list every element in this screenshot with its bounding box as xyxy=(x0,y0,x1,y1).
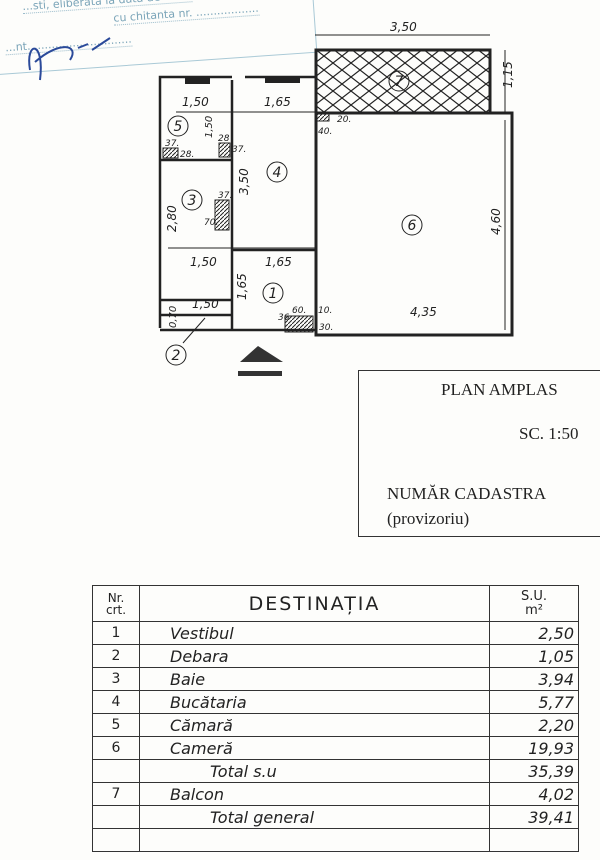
provisional-note: (provizoriu) xyxy=(387,509,470,528)
row-area: 5,77 xyxy=(489,690,579,714)
header-unit: m² xyxy=(525,602,543,618)
header-su: S.U.m² xyxy=(489,585,579,622)
table-header: Nr. crt. DESTINAȚIA S.U.m² xyxy=(92,585,579,622)
room-label: 5 xyxy=(174,119,183,135)
wall-note: 30. xyxy=(319,323,333,333)
row-nr: 7 xyxy=(92,782,140,806)
row-nr xyxy=(92,805,140,829)
table-row: Total s.u 35,39 xyxy=(92,759,579,783)
row-nr: 4 xyxy=(92,690,140,714)
room-label: 1 xyxy=(269,286,278,302)
dimension-label: 2,80 xyxy=(165,205,179,232)
table-row: 3 Baie 3,94 xyxy=(92,667,579,691)
cadastral-number-label: NUMĂR CADASTRA xyxy=(387,484,547,503)
wall-note: 40. xyxy=(318,127,332,137)
table-row: 1 Vestibul 2,50 xyxy=(92,621,579,645)
rooms-table: Nr. crt. DESTINAȚIA S.U.m² 1 Vestibul 2,… xyxy=(92,585,579,852)
wall-note: 20. xyxy=(337,115,351,125)
wall-note: 36 xyxy=(278,313,290,323)
header-nr: Nr. crt. xyxy=(92,585,140,622)
room-label: 6 xyxy=(408,218,417,234)
row-destination: Vestibul xyxy=(139,621,490,645)
row-nr: 5 xyxy=(92,713,140,737)
header-su-label: S.U. xyxy=(520,588,548,604)
title-box: PLAN AMPLAS SC. 1:50 NUMĂR CADASTRA (pro… xyxy=(358,370,600,537)
table-row: 7 Balcon 4,02 xyxy=(92,782,579,806)
header-destination: DESTINAȚIA xyxy=(139,585,490,622)
dimension-label: 1,50 xyxy=(190,255,217,269)
row-destination: Baie xyxy=(139,667,490,691)
room-label: 4 xyxy=(273,165,282,181)
row-destination: Cămară xyxy=(139,713,490,737)
plan-scale: SC. 1:50 xyxy=(519,424,579,443)
row-nr xyxy=(92,759,140,783)
row-area: 2,50 xyxy=(489,621,579,645)
wall-note: 37. xyxy=(165,139,179,149)
row-area: 3,94 xyxy=(489,667,579,691)
table-row: 6 Cameră 19,93 xyxy=(92,736,579,760)
row-destination: Total general xyxy=(139,805,490,829)
row-destination: Debara xyxy=(139,644,490,668)
row-area: 2,20 xyxy=(489,713,579,737)
entrance-marker xyxy=(238,371,282,376)
wall-note: 60. xyxy=(292,306,306,316)
row-destination: Balcon xyxy=(139,782,490,806)
table-row xyxy=(92,828,579,852)
wall-note: 10. xyxy=(318,306,332,316)
table-row: 2 Debara 1,05 xyxy=(92,644,579,668)
wall-note: 28. xyxy=(180,150,194,160)
dimension-lines xyxy=(168,34,506,330)
windows xyxy=(185,77,300,84)
dimension-label: 1,50 xyxy=(192,297,219,311)
dimension-label: 0,70 xyxy=(168,306,179,328)
table-row: 4 Bucătaria 5,77 xyxy=(92,690,579,714)
wall-note: 37. xyxy=(232,145,246,155)
row-destination: Bucătaria xyxy=(139,690,490,714)
dimension-label: 1,65 xyxy=(235,273,249,300)
row-area: 39,41 xyxy=(489,805,579,829)
row-nr: 6 xyxy=(92,736,140,760)
dimension-label: 4,60 xyxy=(489,208,503,235)
table-row: 5 Cămară 2,20 xyxy=(92,713,579,737)
row-nr: 3 xyxy=(92,667,140,691)
row-destination: Cameră xyxy=(139,736,490,760)
wall-note: 70. xyxy=(204,218,218,228)
dimension-label: 3,50 xyxy=(237,168,251,195)
signature-mark xyxy=(28,37,111,81)
dimension-label: 1,65 xyxy=(264,95,291,109)
row-area: 19,93 xyxy=(489,736,579,760)
entrance-arrow-icon xyxy=(240,346,283,362)
dimension-label: 1,50 xyxy=(204,116,215,138)
row-nr: 1 xyxy=(92,621,140,645)
dimension-label: 3,50 xyxy=(390,20,417,34)
row-area: 35,39 xyxy=(489,759,579,783)
row-area xyxy=(489,828,579,852)
wall-note: 37. xyxy=(218,191,232,201)
dimension-label: 1,50 xyxy=(182,95,209,109)
row-nr xyxy=(92,828,140,852)
dimension-label: 1,15 xyxy=(501,61,515,88)
table-row: Total general 39,41 xyxy=(92,805,579,829)
room-label: 7 xyxy=(395,74,404,90)
room-label: 3 xyxy=(188,193,197,209)
row-area: 1,05 xyxy=(489,644,579,668)
row-destination: Total s.u xyxy=(139,759,490,783)
row-nr: 2 xyxy=(92,644,140,668)
dimension-label: 4,35 xyxy=(410,305,437,319)
dimension-label: 1,65 xyxy=(265,255,292,269)
row-destination xyxy=(139,828,490,852)
room-label: 2 xyxy=(172,348,181,364)
plan-title: PLAN AMPLAS xyxy=(441,380,558,399)
balcony-area xyxy=(314,48,492,115)
row-area: 4,02 xyxy=(489,782,579,806)
wall-note: 28 xyxy=(218,134,230,144)
